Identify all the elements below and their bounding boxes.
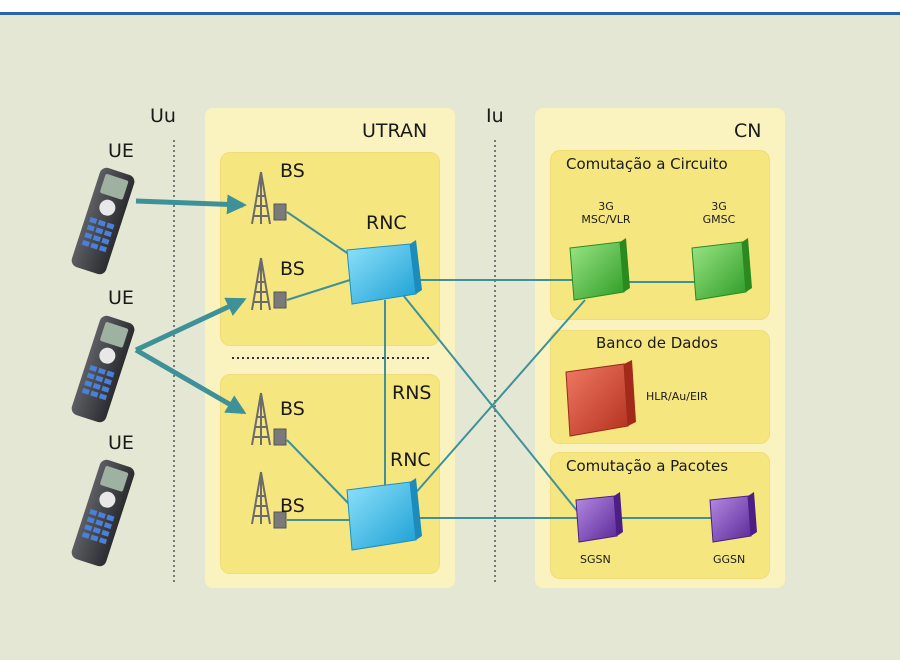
ggsn-label: GGSN — [713, 553, 746, 566]
radio-arrow-ue2-bs3 — [134, 347, 247, 415]
link-bs2-rnc1 — [286, 279, 351, 301]
ue-phone-icon — [71, 167, 135, 275]
gmsc-icon — [691, 238, 752, 301]
ue-phone-icon — [71, 459, 135, 567]
utran-title: UTRAN — [362, 120, 428, 142]
circuit-switching-title: Comutação a Circuito — [566, 155, 728, 173]
rnc-top-icon — [346, 240, 422, 305]
top-border — [0, 0, 900, 15]
sgsn-label: SGSN — [580, 553, 611, 566]
radio-arrow-ue2-bs2 — [134, 297, 247, 353]
msc-vlr-label-line2: MSC/VLR — [581, 213, 631, 226]
hlr-label: HLR/Au/EIR — [646, 390, 708, 403]
bs-tower-icon — [251, 171, 287, 225]
rnc-bottom-icon — [346, 478, 422, 551]
bs-label-4: BS — [280, 495, 305, 517]
iu-interface-label: Iu — [486, 105, 504, 127]
gmsc-label: 3G GMSC — [694, 200, 744, 226]
msc-vlr-label: 3G MSC/VLR — [576, 200, 636, 226]
rnc-top-label: RNC — [366, 212, 407, 234]
link-bs1-rnc1 — [286, 211, 351, 256]
ue-label-3: UE — [108, 432, 134, 454]
msc-vlr-label-line1: 3G — [598, 200, 614, 213]
bs-tower-icon — [251, 392, 287, 446]
cn-title: CN — [734, 120, 762, 142]
uu-interface-label: Uu — [150, 105, 176, 127]
rns-label: RNS — [392, 382, 432, 404]
bs-label-3: BS — [280, 398, 305, 420]
ue-label-1: UE — [108, 140, 134, 162]
ggsn-icon — [709, 492, 757, 543]
sgsn-icon — [575, 492, 623, 543]
database-title: Banco de Dados — [596, 334, 718, 352]
gmsc-label-line1: 3G — [711, 200, 727, 213]
msc-vlr-icon — [569, 238, 630, 301]
bs-tower-icon — [251, 471, 287, 529]
link-rnc1-sgsn — [402, 294, 579, 513]
packet-switching-title: Comutação a Pacotes — [566, 457, 729, 475]
rnc-bottom-label: RNC — [390, 449, 431, 471]
bs-label-2: BS — [280, 258, 305, 280]
link-rnc2-msc — [411, 299, 586, 498]
ue-label-2: UE — [108, 287, 134, 309]
ue-phone-icon — [71, 315, 135, 423]
bs-tower-icon — [251, 257, 287, 311]
bs-label-1: BS — [280, 160, 305, 182]
hlr-icon — [565, 360, 636, 437]
radio-arrow-ue1-bs1 — [135, 194, 247, 215]
gmsc-label-line2: GMSC — [702, 213, 736, 226]
link-bs3-rnc2 — [286, 439, 351, 506]
